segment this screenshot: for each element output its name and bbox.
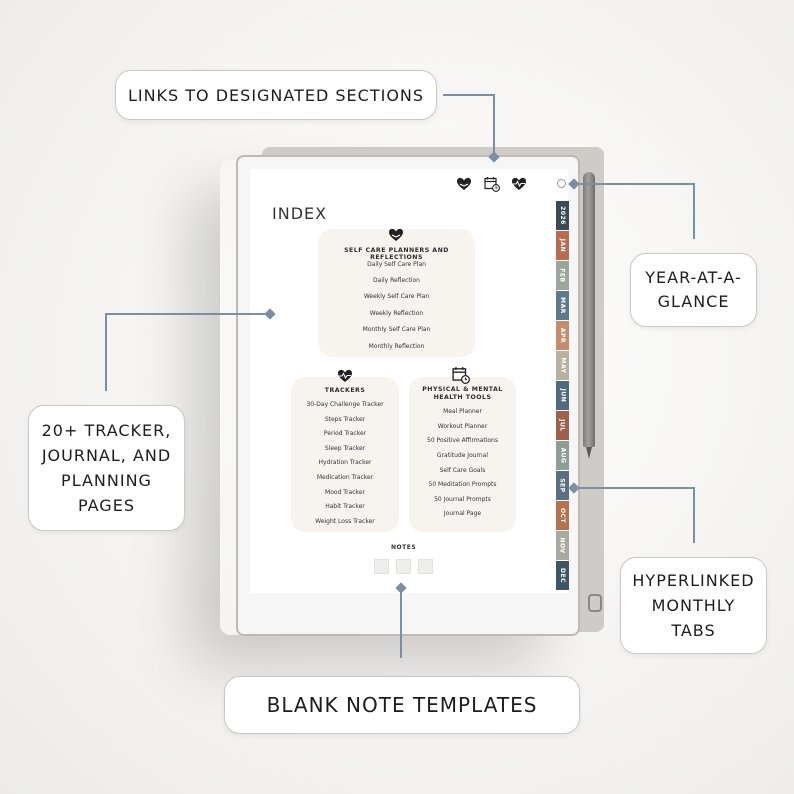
trackers-card: [291, 377, 399, 532]
tab-dec[interactable]: DEC: [556, 561, 569, 590]
connector-trackers: [105, 313, 270, 315]
calendar-clock-icon[interactable]: [484, 176, 500, 192]
heart-pulse-icon: [338, 369, 352, 382]
callout-trackers-text: JOURNAL, AND: [41, 446, 172, 465]
tab-oct[interactable]: OCT: [556, 501, 569, 530]
self-care-link[interactable]: Monthly Reflection: [368, 343, 425, 350]
self-care-link[interactable]: Monthly Self Care Plan: [362, 326, 431, 333]
health-tool-link[interactable]: Meal Planner: [443, 408, 482, 415]
tracker-link[interactable]: 30-Day Challenge Tracker: [306, 401, 384, 408]
stylus-tip: [586, 447, 592, 459]
callout-notes: BLANK NOTE TEMPLATES: [224, 676, 580, 734]
callout-trackers: 20+ TRACKER, JOURNAL, AND PLANNING PAGES: [28, 405, 185, 531]
connector-links: [443, 94, 494, 96]
trackers-title: TRACKERS: [324, 387, 366, 394]
health-tool-link[interactable]: Self Care Goals: [439, 467, 486, 474]
tracker-link[interactable]: Habit Tracker: [325, 503, 365, 510]
tab-nov[interactable]: NOV: [556, 531, 569, 560]
health-tools-card: [409, 377, 516, 532]
notes-label: NOTES: [391, 544, 417, 551]
callout-trackers-text: 20+ TRACKER,: [41, 421, 172, 440]
callout-links-text: LINKS TO DESIGNATED SECTIONS: [127, 85, 425, 105]
health-tool-link[interactable]: Gratitude Journal: [436, 452, 489, 459]
tracker-link[interactable]: Steps Tracker: [324, 416, 366, 423]
page-title: INDEX: [272, 204, 328, 223]
callout-tabs: HYPERLINKED MONTHLY TABS: [620, 557, 767, 654]
connector-year: [693, 183, 695, 239]
health-tool-link[interactable]: Workout Planner: [437, 423, 488, 430]
note-template-thumb[interactable]: [374, 559, 389, 574]
connector-year: [575, 183, 695, 185]
callout-year: YEAR-AT-A- GLANCE: [630, 253, 757, 327]
self-care-card: [318, 229, 475, 357]
tab-sep[interactable]: SEP: [556, 471, 569, 500]
tab-mar[interactable]: MAR: [556, 291, 569, 320]
health-tools-title: PHYSICAL & MENTAL: [422, 386, 503, 393]
callout-year-text: YEAR-AT-A-: [645, 268, 742, 287]
tab-aug[interactable]: AUG: [556, 441, 569, 470]
callout-tabs-text: MONTHLY: [651, 596, 736, 615]
tab-jan[interactable]: JAN: [556, 231, 569, 260]
note-template-thumb[interactable]: [396, 559, 411, 574]
stylus-pen: [583, 172, 595, 447]
health-tool-link[interactable]: 50 Meditation Prompts: [428, 481, 497, 488]
tab-feb[interactable]: FEB: [556, 261, 569, 290]
heart-pulse-icon[interactable]: [511, 176, 527, 192]
callout-tabs-text: HYPERLINKED: [632, 571, 755, 590]
health-tool-link[interactable]: 50 Journal Prompts: [434, 496, 491, 503]
connector-notes: [400, 587, 402, 658]
health-tools-title: HEALTH TOOLS: [433, 394, 492, 401]
tab-may[interactable]: MAY: [556, 351, 569, 380]
callout-trackers-text: PAGES: [78, 496, 135, 515]
callout-trackers-text: PLANNING: [61, 471, 152, 490]
callout-notes-text: BLANK NOTE TEMPLATES: [266, 693, 538, 717]
self-care-link[interactable]: Daily Self Care Plan: [367, 261, 426, 268]
connector-trackers: [105, 313, 107, 391]
tab-apr[interactable]: APR: [556, 321, 569, 350]
self-care-title: SELF CARE PLANNERS AND REFLECTIONS: [344, 247, 449, 261]
callout-tabs-text: TABS: [671, 621, 716, 640]
tab-jun[interactable]: JUN: [556, 381, 569, 410]
tab-jul[interactable]: JUL: [556, 411, 569, 440]
callout-year-text: GLANCE: [657, 292, 730, 311]
connector-tabs: [693, 487, 695, 543]
heart-hands-icon: [389, 228, 403, 241]
tracker-link[interactable]: Hydration Tracker: [318, 459, 372, 466]
stylus-holder: [588, 594, 602, 612]
self-care-link[interactable]: Daily Reflection: [373, 277, 420, 284]
tab-2026[interactable]: 2026: [556, 201, 569, 230]
tracker-link[interactable]: Medication Tracker: [316, 474, 374, 481]
tracker-link[interactable]: Period Tracker: [323, 430, 367, 437]
note-template-thumb[interactable]: [418, 559, 433, 574]
tracker-link[interactable]: Mood Tracker: [325, 489, 365, 496]
calendar-clock-icon: [452, 367, 470, 384]
settings-icon[interactable]: [557, 179, 566, 188]
tracker-link[interactable]: Sleep Tracker: [324, 445, 366, 452]
tracker-link[interactable]: Weight Loss Tracker: [315, 518, 375, 525]
heart-hands-icon[interactable]: [456, 176, 472, 192]
connector-links: [493, 94, 495, 156]
self-care-link[interactable]: Weekly Self Care Plan: [363, 293, 430, 300]
self-care-link[interactable]: Weekly Reflection: [369, 310, 424, 317]
health-tool-link[interactable]: 50 Positive Affirmations: [427, 437, 498, 444]
callout-links: LINKS TO DESIGNATED SECTIONS: [115, 70, 437, 120]
connector-tabs: [575, 487, 695, 489]
health-tool-link[interactable]: Journal Page: [443, 510, 482, 517]
